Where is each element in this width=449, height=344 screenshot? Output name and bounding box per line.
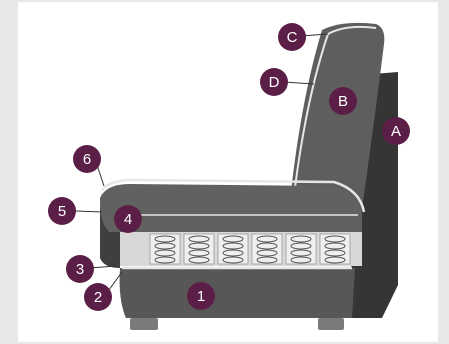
pocket-spring <box>285 233 317 265</box>
marker-label: 3 <box>76 261 84 278</box>
marker-label: D <box>269 74 280 91</box>
marker-label: A <box>391 123 401 140</box>
marker-circle <box>66 255 94 283</box>
marker-label: C <box>287 29 298 46</box>
pocket-spring <box>251 233 283 265</box>
marker-b: B <box>329 87 357 115</box>
marker-layer: C D B A 6 5 4 32 1 <box>48 23 410 311</box>
marker-5: 5 <box>48 197 76 225</box>
pocket-spring <box>319 233 351 265</box>
backrest <box>288 22 385 222</box>
marker-label: B <box>338 93 348 110</box>
seat-piping-top <box>101 178 366 213</box>
pocket-spring <box>183 233 215 265</box>
marker-6: 6 <box>73 145 101 173</box>
pocket-springs <box>149 233 351 265</box>
seat-front-shell <box>100 198 120 268</box>
marker-c: C <box>278 23 306 51</box>
right-foot <box>318 318 344 330</box>
marker-label: 5 <box>58 203 66 220</box>
marker-label: 2 <box>94 289 102 306</box>
marker-circle <box>114 205 142 233</box>
marker-4: 4 <box>114 205 142 233</box>
marker-2: 2 <box>84 283 112 311</box>
marker-circle <box>382 117 410 145</box>
pocket-spring <box>149 233 181 265</box>
marker-circle <box>187 282 215 310</box>
marker-circle <box>48 197 76 225</box>
seat-cushion <box>100 184 362 232</box>
sofa-base <box>119 268 355 318</box>
marker-label: 4 <box>124 211 132 228</box>
marker-d: D <box>260 68 288 96</box>
marker-circle <box>73 145 101 173</box>
marker-circle <box>278 23 306 51</box>
marker-circle <box>84 283 112 311</box>
pocket-spring <box>217 233 249 265</box>
marker-a: A <box>382 117 410 145</box>
marker-circle <box>260 68 288 96</box>
backrest-piping <box>291 25 377 213</box>
marker-3: 3 <box>66 255 94 283</box>
marker-circle <box>329 87 357 115</box>
marker-1: 1 <box>187 282 215 310</box>
marker-label: 1 <box>197 288 205 305</box>
left-foot <box>130 318 158 330</box>
marker-label: 6 <box>83 151 91 168</box>
